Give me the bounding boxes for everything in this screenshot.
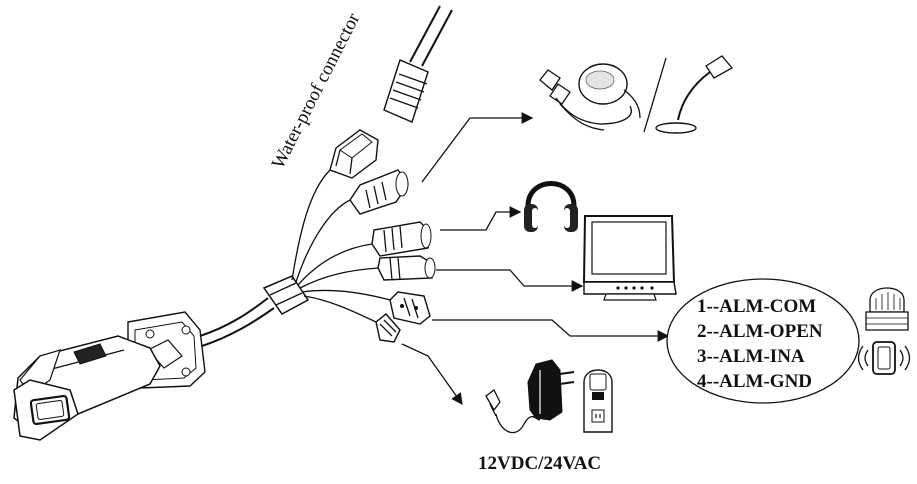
power-connector-icon [375,313,401,343]
alarm-panel: 1--ALM-COM 2--ALM-OPEN 3--ALM-INA 4--ALM… [666,278,860,404]
alarm-terminal-icon [389,291,431,325]
audio-out-connector-icon [371,221,432,257]
sensor-icon [857,341,911,375]
bullet-camera-icon [13,311,206,441]
power-label: 12VDC/24VAC [478,453,601,474]
pickup-device-icon [539,63,641,131]
video-out-connector-icon [377,255,436,281]
alarm-pin-3: 3--ALM-INA [697,346,805,367]
siren-icon [865,287,909,331]
divider-line [643,57,667,133]
headphones-icon [524,181,578,232]
alarm-pin-1: 1--ALM-COM [697,296,816,317]
audio-in-connector-icon [349,169,409,215]
alarm-pin-4: 4--ALM-GND [697,371,812,392]
monitor-icon [582,215,677,301]
cable-icon [199,169,391,347]
alarm-pin-2: 2--ALM-OPEN [697,321,823,342]
power-adapter-icon [485,359,575,434]
power-outlet-icon [583,369,613,433]
connection-arrows [401,112,670,406]
network-connector-icon [329,5,453,179]
microphone-icon [655,55,734,134]
